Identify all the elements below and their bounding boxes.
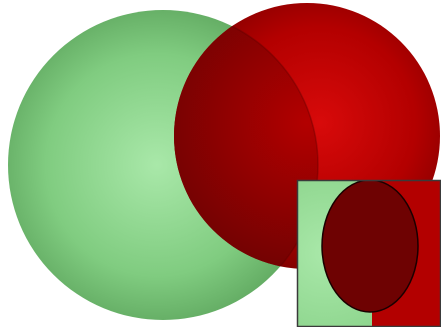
inset-overlap-ellipse <box>322 180 418 312</box>
zoom-inset <box>297 180 441 327</box>
